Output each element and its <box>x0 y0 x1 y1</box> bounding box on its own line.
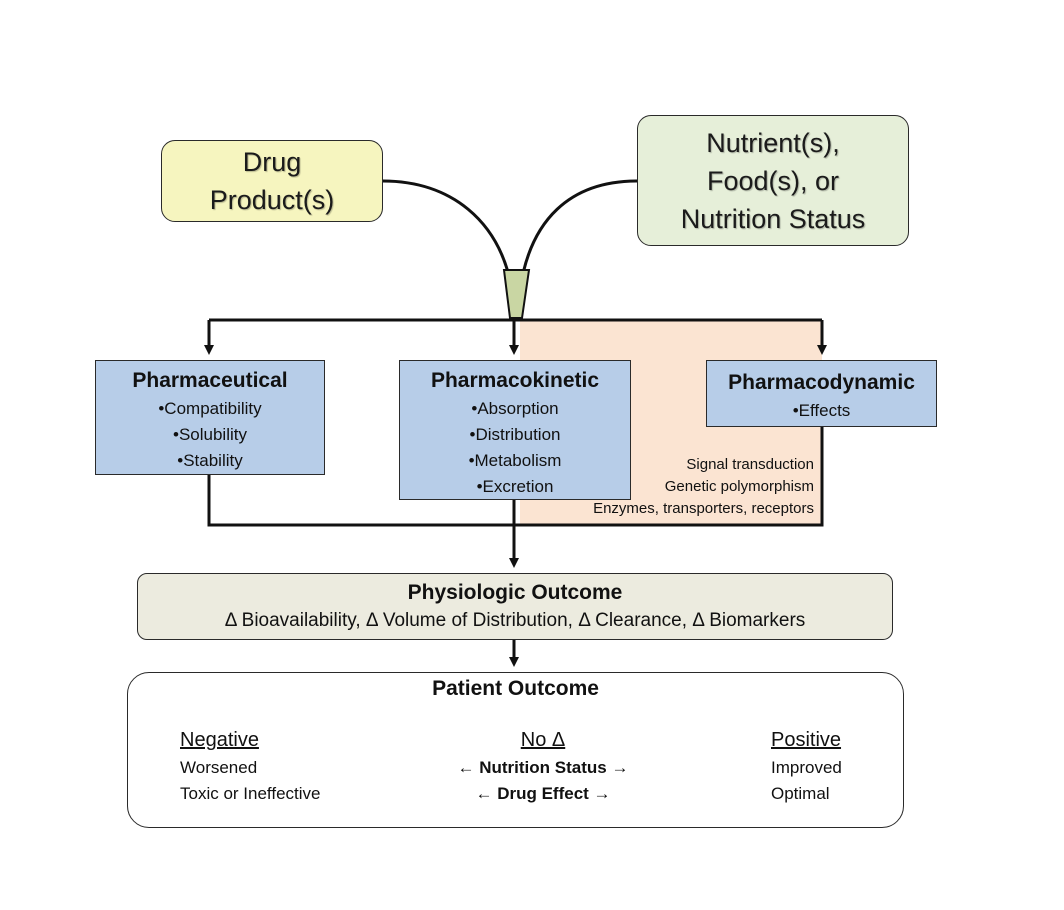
physiologic-title: Physiologic Outcome <box>407 580 623 604</box>
pd-factor: Signal transduction <box>686 456 814 473</box>
pharmacokinetic-item: •Absorption <box>471 399 559 418</box>
pharmacokinetic-item: •Metabolism <box>468 451 562 470</box>
pharmacokinetic-title: Pharmacokinetic <box>430 369 600 392</box>
pharmaceutical-item: •Solubility <box>173 425 247 444</box>
nutrient-curve <box>518 179 638 291</box>
nutrient-line-1: Nutrient(s), <box>706 127 840 158</box>
positive-column: Positive Improved Optimal <box>771 725 842 807</box>
pharmaceutical-item: •Compatibility <box>158 399 262 418</box>
pd-factors-list: Signal transduction Genetic polymorphism… <box>484 454 814 520</box>
no-change-line: ← Nutrition Status → <box>457 758 629 777</box>
no-change-heading: No Δ <box>520 729 566 751</box>
no-change-line: ← Drug Effect → <box>475 784 611 803</box>
drug-product-box: Drug Product(s) <box>161 140 383 222</box>
pharmacokinetic-item: •Distribution <box>469 425 561 444</box>
pd-factor: Enzymes, transporters, receptors <box>593 500 814 517</box>
drug-line-1: Drug <box>242 147 302 177</box>
positive-line: Improved <box>771 758 842 777</box>
funnel-icon <box>502 269 531 319</box>
nutrient-line-3: Nutrition Status <box>680 203 866 234</box>
pharmacodynamic-item: •Effects <box>792 401 851 420</box>
nutrient-box: Nutrient(s), Food(s), or Nutrition Statu… <box>637 115 909 246</box>
negative-line: Toxic or Ineffective <box>180 784 321 803</box>
physiologic-outcome-box: Physiologic Outcome Δ Bioavailability, Δ… <box>137 573 893 640</box>
pharmaceutical-box: Pharmaceutical •Compatibility •Solubilit… <box>95 360 325 475</box>
pd-factor: Genetic polymorphism <box>664 478 814 495</box>
pharmaceutical-title: Pharmaceutical <box>132 369 288 392</box>
patient-outcome-box: Patient Outcome Negative Worsened Toxic … <box>127 672 904 828</box>
pharmacodynamic-title: Pharmacodynamic <box>728 371 915 394</box>
pharmaceutical-item: •Stability <box>177 451 243 470</box>
physiologic-measures: Δ Bioavailability, Δ Volume of Distribut… <box>224 609 806 631</box>
negative-line: Worsened <box>180 758 258 777</box>
drug-line-2: Product(s) <box>209 185 335 215</box>
patient-title: Patient Outcome <box>432 677 599 700</box>
pharmacokinetic-item: •Excretion <box>476 477 554 496</box>
negative-heading: Negative <box>180 729 259 751</box>
drug-curve <box>382 179 514 291</box>
no-change-column: No Δ ← Nutrition Status → ← Drug Effect … <box>428 725 658 807</box>
nutrient-line-2: Food(s), or <box>706 165 840 196</box>
positive-heading: Positive <box>771 729 842 751</box>
negative-column: Negative Worsened Toxic or Ineffective <box>180 725 320 807</box>
pharmacokinetic-box: Pharmacokinetic •Absorption •Distributio… <box>399 360 631 500</box>
positive-line: Optimal <box>771 784 830 803</box>
pharmacodynamic-box: Pharmacodynamic •Effects <box>706 360 937 427</box>
